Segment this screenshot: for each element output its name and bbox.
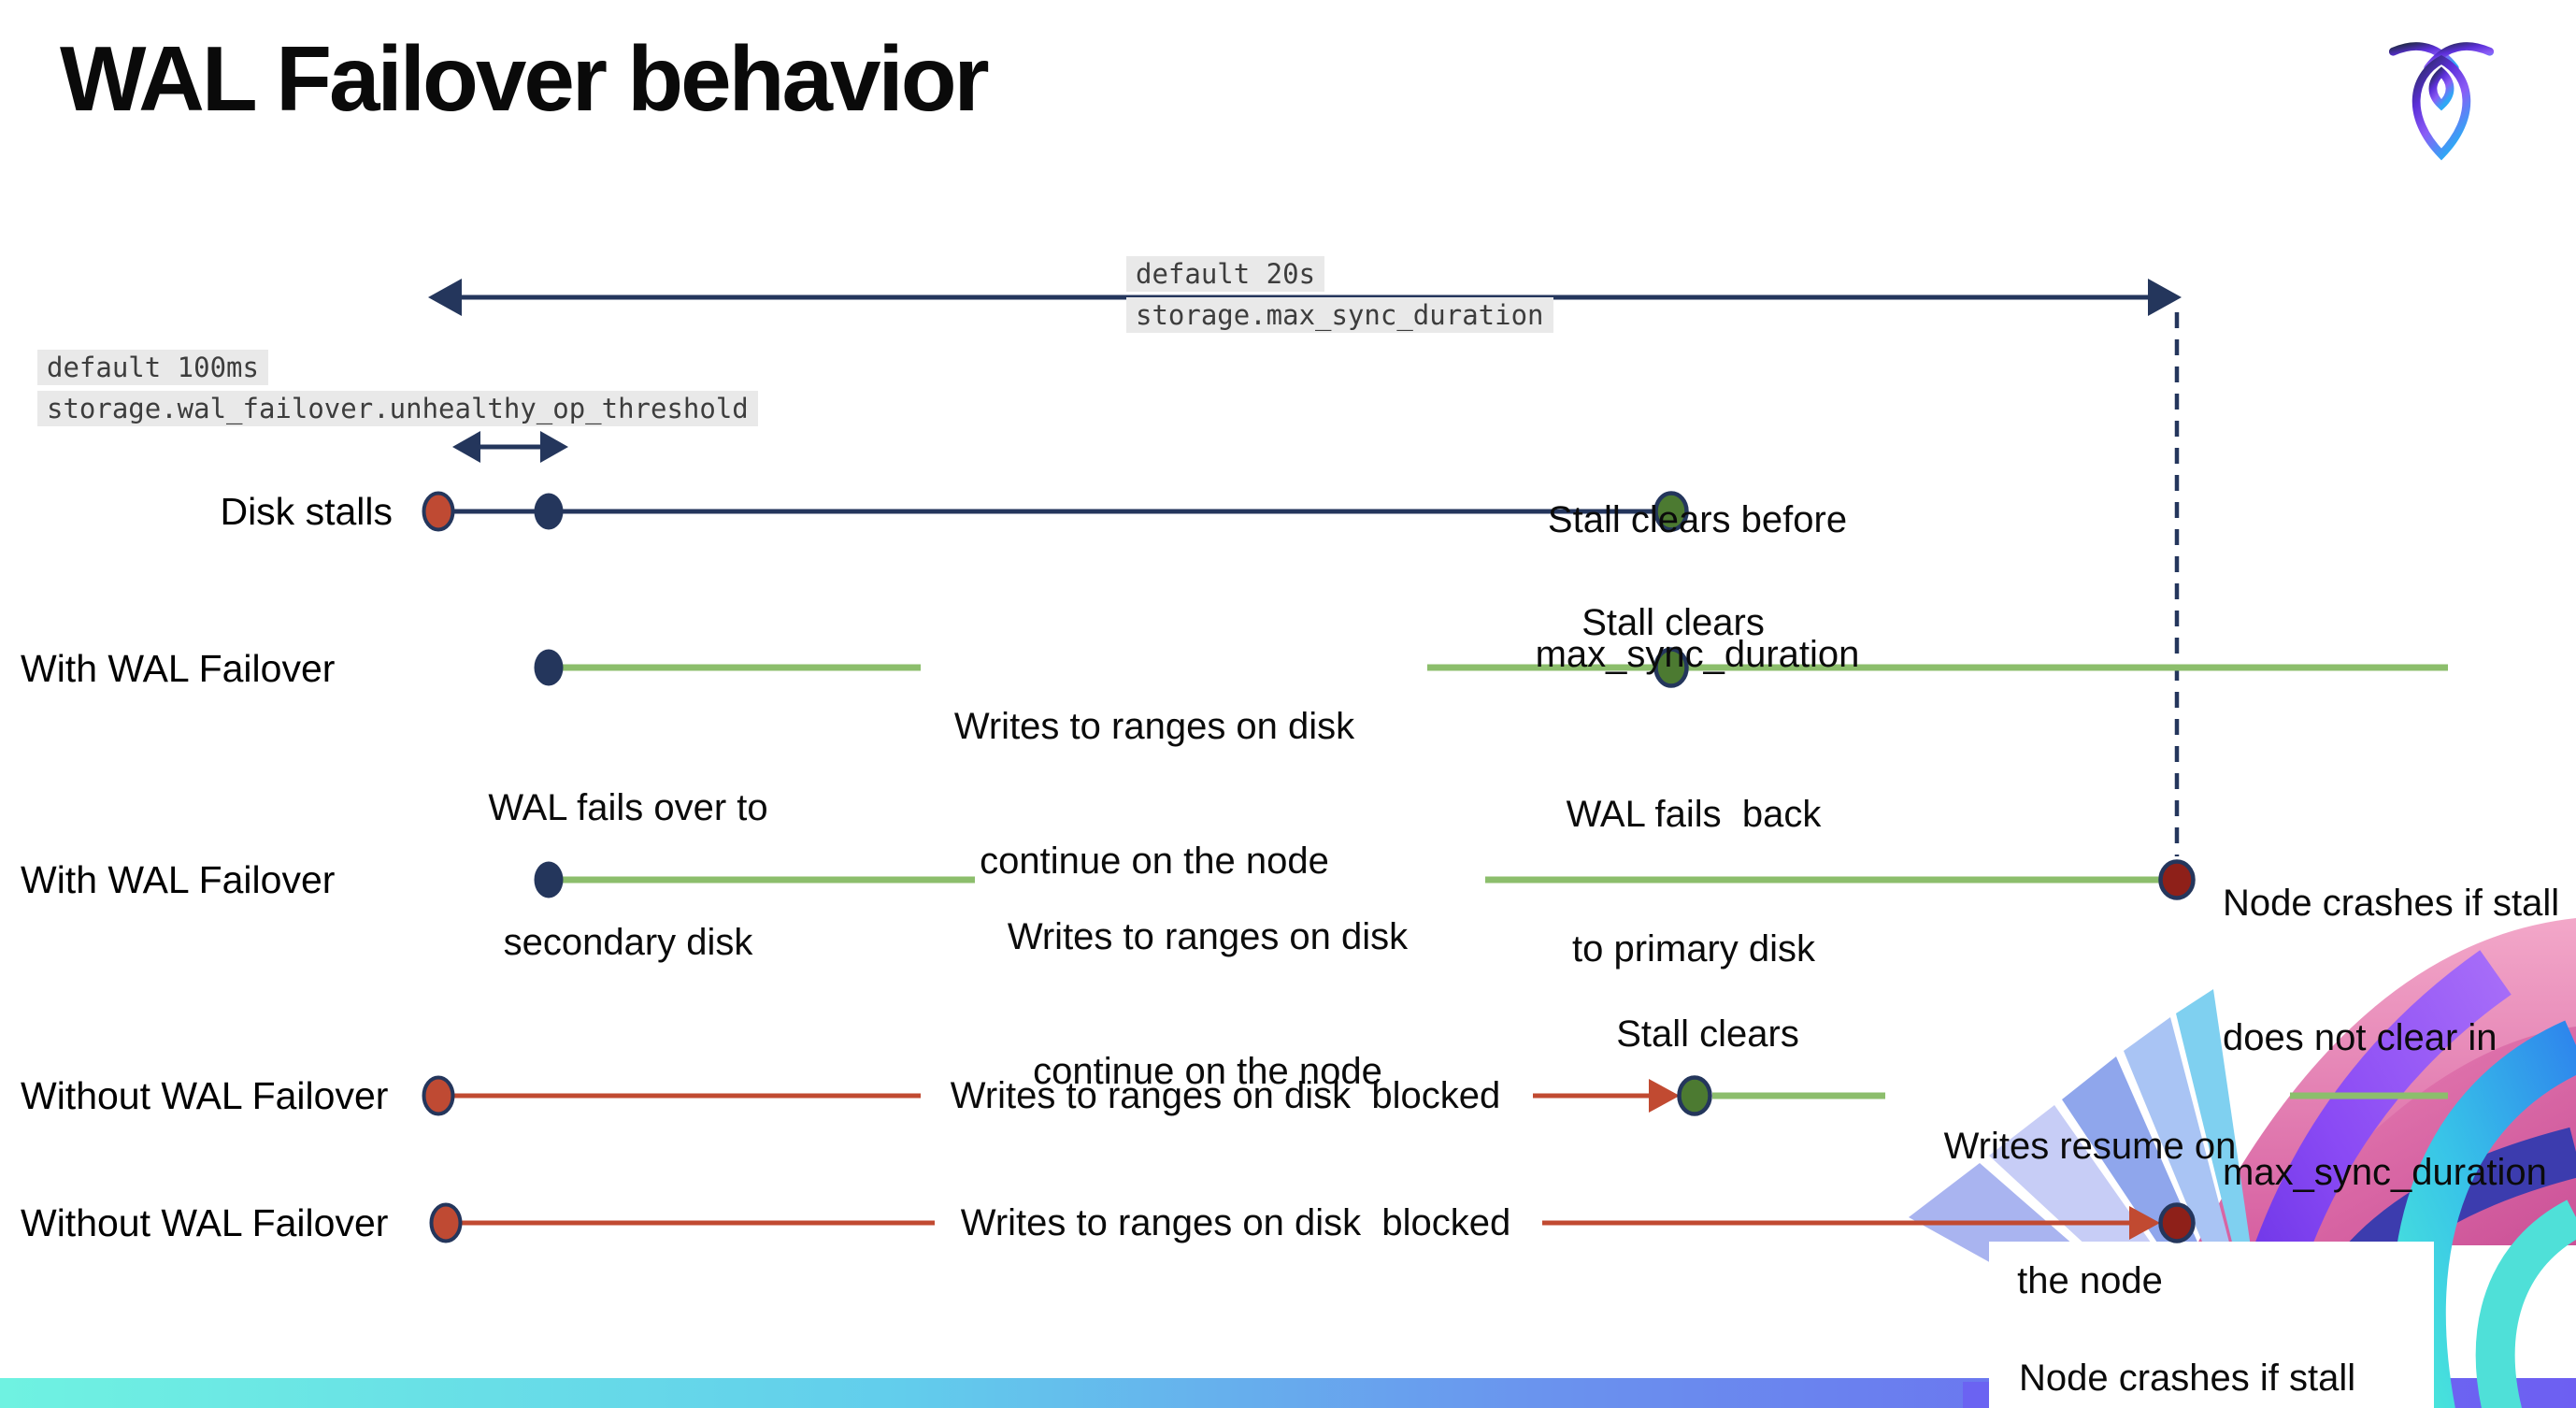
setting-default-value: default 100ms — [37, 350, 268, 385]
arrowhead-right-icon — [2148, 279, 2182, 316]
note-line: WAL fails over to — [488, 787, 768, 828]
stall-clears-without-note: Stall clears — [1616, 1013, 1799, 1055]
row-label-without-wal-failover-2: Without WAL Failover — [21, 1201, 389, 1244]
note-line: to primary disk — [1571, 928, 1816, 970]
writes-resume-note: Writes resume on the node — [1903, 1034, 2277, 1393]
threshold-dot — [534, 493, 564, 530]
unhealthy-op-threshold-arrow — [452, 431, 568, 463]
stall-start-dot — [429, 1202, 463, 1243]
failover-dot — [534, 649, 564, 686]
row-label-disk-stalls: Disk stalls — [220, 490, 393, 533]
note-line: Node crashes if stall — [2223, 883, 2560, 924]
unhealthy-op-threshold-label: default 100ms storage.wal_failover.unhea… — [37, 350, 758, 426]
arrowhead-right-icon — [540, 431, 568, 463]
setting-name: storage.wal_failover.unhealthy_op_thresh… — [37, 391, 758, 426]
stall-start-dot — [422, 491, 455, 532]
stall-start-dot — [422, 1075, 455, 1116]
row-disk-stalls — [422, 491, 1689, 532]
wal-fails-back-note: WAL fails back to primary disk — [1507, 702, 1881, 1061]
row-label-with-wal-failover-2: With WAL Failover — [21, 858, 336, 901]
setting-name: storage.max_sync_duration — [1126, 297, 1553, 333]
page-title: WAL Failover behavior — [60, 27, 990, 130]
row-label-without-wal-failover-1: Without WAL Failover — [21, 1074, 389, 1117]
writes-blocked-note-1: Writes to ranges on disk blocked — [950, 1075, 1501, 1116]
writes-blocked-note-2: Writes to ranges on disk blocked — [960, 1202, 1511, 1243]
note-line: the node — [2017, 1260, 2163, 1301]
note-line: WAL fails back — [1566, 794, 1822, 835]
arrowhead-left-icon — [452, 431, 480, 463]
max-sync-duration-label: default 20s storage.max_sync_duration — [1126, 256, 1553, 333]
note-line: Writes to ranges on disk — [1007, 916, 1409, 957]
stall-clears-note: Stall clears — [1581, 602, 1765, 643]
row-label-with-wal-failover-1: With WAL Failover — [21, 647, 336, 690]
note-line: Stall clears before — [1547, 499, 1848, 540]
stall-clear-dot — [1677, 1075, 1712, 1116]
setting-default-value: default 20s — [1126, 256, 1325, 292]
crash-dot — [2158, 859, 2196, 900]
note-line: Writes resume on — [1943, 1126, 2237, 1167]
note-line: continue on the node — [1033, 1051, 1382, 1092]
wal-fails-over-note: WAL fails over to secondary disk — [441, 696, 815, 1055]
note-line: secondary disk — [503, 922, 753, 963]
writes-continue-note-1: Writes to ranges on disk continue on the… — [949, 614, 1360, 973]
red-arrowhead-icon — [1649, 1079, 1680, 1113]
cockroachdb-logo-icon — [2389, 42, 2494, 161]
note-line: continue on the node — [980, 840, 1329, 882]
row-with-wal-failover-1 — [534, 647, 2448, 688]
writes-continue-note-2: Writes to ranges on disk continue on the… — [1002, 825, 1413, 1184]
arrowhead-left-icon — [428, 279, 462, 316]
note-line: Writes to ranges on disk — [953, 706, 1355, 747]
